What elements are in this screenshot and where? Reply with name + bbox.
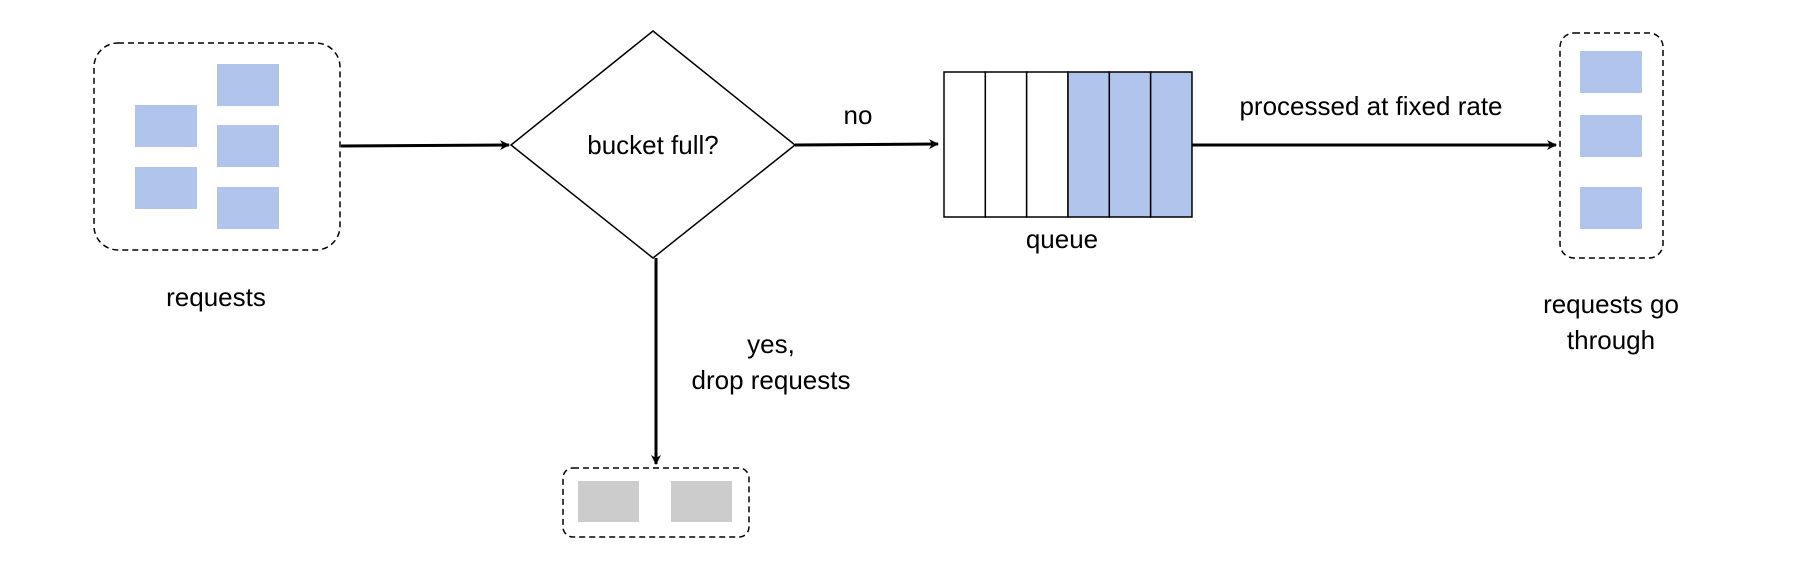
request-block (217, 187, 279, 229)
queue-slot-empty (984, 71, 1028, 218)
output-requests-group (1559, 32, 1664, 259)
queue (943, 71, 1193, 218)
request-block (217, 125, 279, 167)
queue-slot-filled (1067, 71, 1111, 218)
dropped-requests-container (562, 467, 750, 538)
requests-label: requests (166, 282, 266, 312)
output-requests-container (1559, 32, 1664, 259)
decision-label: bucket full? (587, 130, 719, 160)
dropped-request-block (578, 481, 639, 522)
through-label: through (1567, 325, 1655, 355)
queue-label: queue (1026, 224, 1098, 254)
processed-label: processed at fixed rate (1239, 91, 1502, 121)
no-label: no (844, 100, 873, 130)
dropped-request-block (671, 481, 732, 522)
incoming-requests-group (93, 42, 341, 251)
queue-slot-empty (943, 71, 987, 218)
drop-requests-label: drop requests (692, 365, 851, 395)
arrow-requests-to-decision (340, 140, 510, 151)
processed-request-block (1580, 187, 1642, 229)
arrow-decision-to-queue (794, 139, 939, 150)
queue-slot-filled (1108, 71, 1152, 218)
request-block (135, 167, 197, 209)
bucket-full-decision (509, 30, 797, 259)
requests-go-label: requests go (1543, 289, 1679, 319)
processed-request-block (1580, 51, 1642, 93)
incoming-requests-container (93, 42, 341, 251)
queue-slot-filled (1149, 71, 1193, 218)
request-block (217, 64, 279, 106)
queue-slot-empty (1025, 71, 1069, 218)
request-block (135, 105, 197, 147)
yes-label: yes, (747, 329, 795, 359)
dropped-requests-group (562, 467, 750, 538)
processed-request-block (1580, 115, 1642, 157)
